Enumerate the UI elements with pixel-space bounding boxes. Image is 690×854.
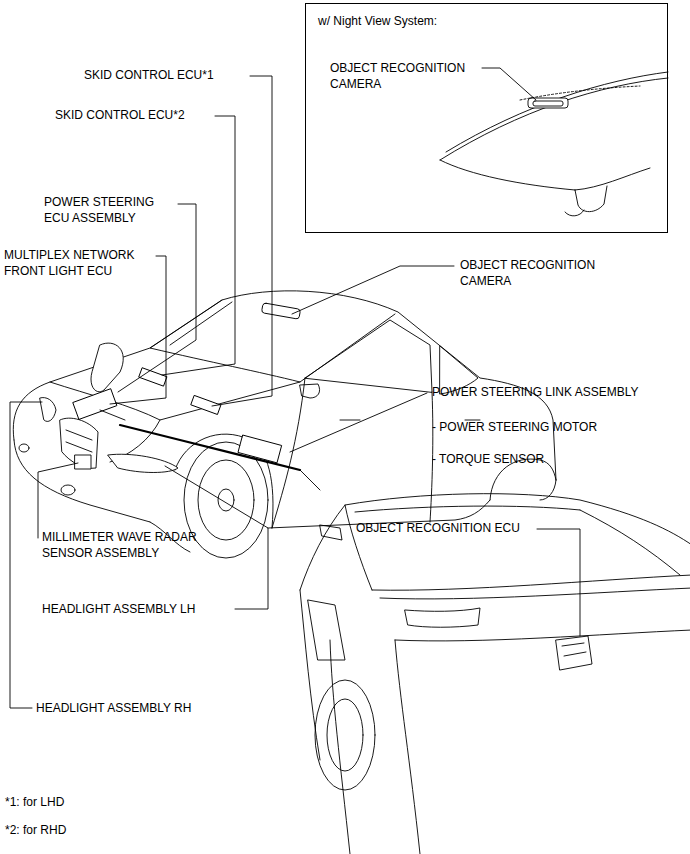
part-label: MULTIPLEX NETWORK FRONT LIGHT ECU bbox=[4, 247, 154, 279]
footnote: *2: for RHD bbox=[5, 822, 125, 838]
part-label: POWER STEERING LINK ASSEMBLY bbox=[432, 384, 690, 400]
part-label: HEADLIGHT ASSEMBLY LH bbox=[42, 601, 242, 617]
part-label: POWER STEERING ECU ASSEMBLY bbox=[44, 194, 170, 226]
part-label: SKID CONTROL ECU*2 bbox=[55, 107, 225, 123]
part-label: OBJECT RECOGNITION ECU bbox=[356, 520, 536, 536]
inset-heading: w/ Night View System: bbox=[318, 13, 618, 29]
part-label: MILLIMETER WAVE RADAR SENSOR ASSEMBLY bbox=[42, 529, 224, 561]
part-label: HEADLIGHT ASSEMBLY RH bbox=[36, 700, 256, 716]
part-label: OBJECT RECOGNITION CAMERA bbox=[330, 60, 490, 92]
sub-part-label: - TORQUE SENSOR bbox=[432, 451, 632, 467]
footnote: *1: for LHD bbox=[5, 794, 125, 810]
sub-part-label: - POWER STEERING MOTOR bbox=[432, 419, 632, 435]
part-label: SKID CONTROL ECU*1 bbox=[84, 67, 264, 83]
part-label: OBJECT RECOGNITION CAMERA bbox=[460, 257, 620, 289]
inset-panel: w/ Night View System: OBJECT RECOGNITION … bbox=[305, 3, 668, 233]
